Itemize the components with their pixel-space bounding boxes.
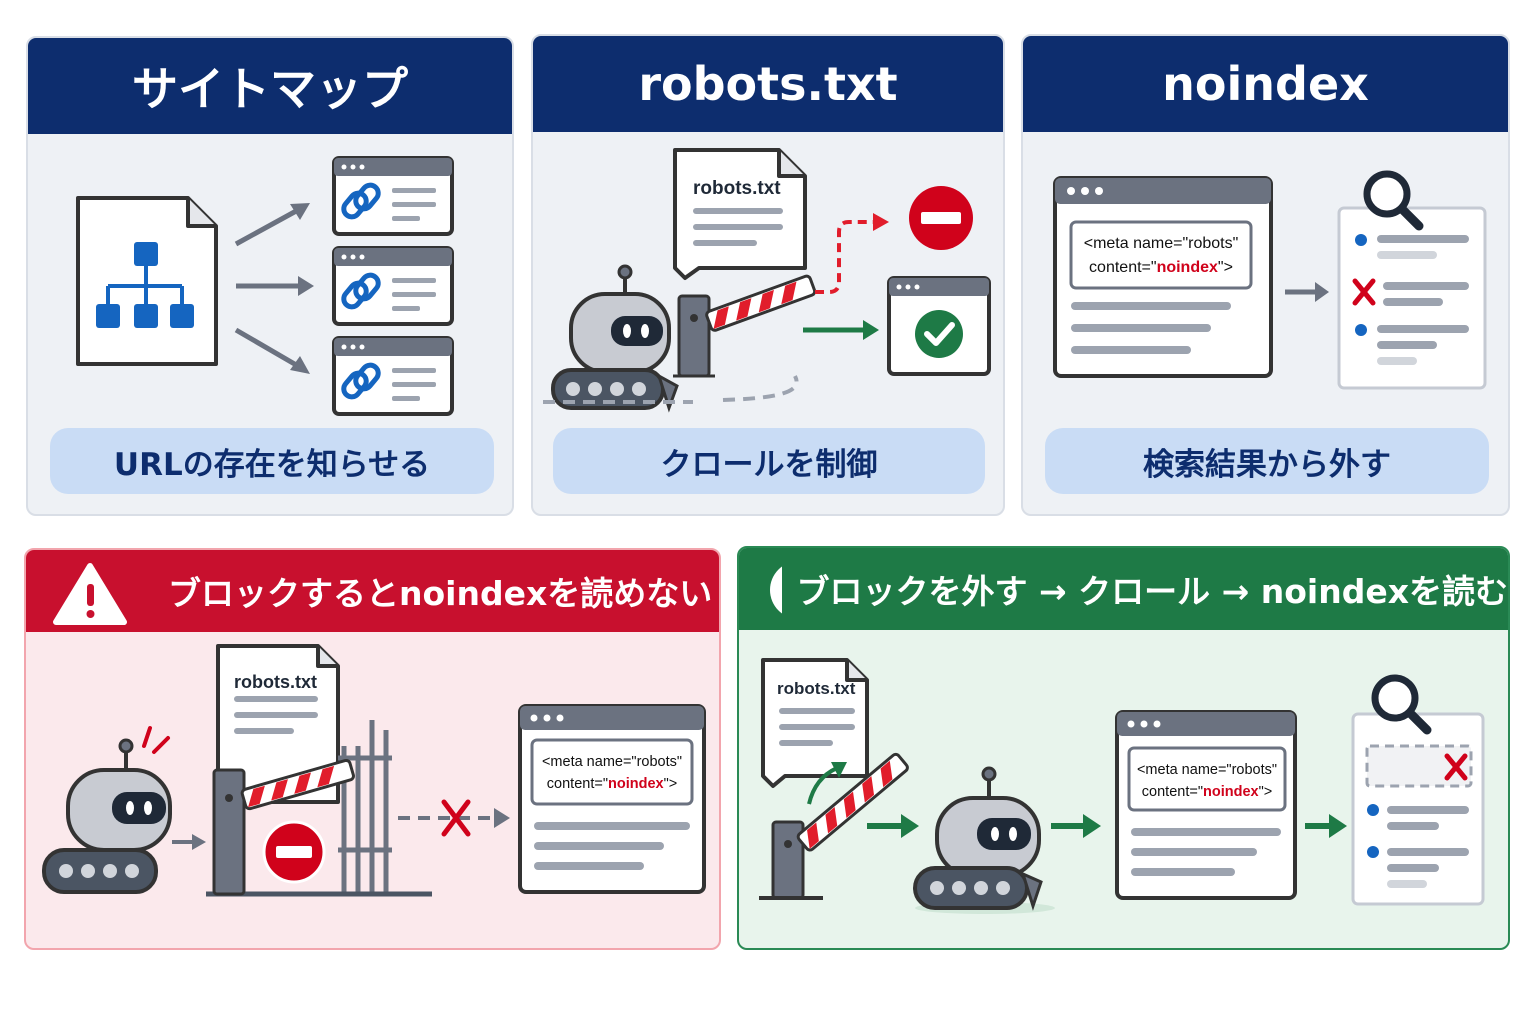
link-icon	[341, 182, 381, 220]
meta-content-suffix: ">	[664, 776, 678, 792]
blocked-arrow	[398, 799, 510, 837]
meta-tag-line2: content="noindex">	[1142, 784, 1272, 800]
allowed-path-arrow	[803, 320, 879, 340]
solution-title: ブロックを外す → クロール → noindexを読む	[796, 572, 1508, 611]
solution-illustration: robots.txt	[759, 658, 1485, 914]
arrow-to-page	[1051, 814, 1101, 838]
sitemap-illustration	[76, 156, 454, 416]
removed-x-icon	[1444, 753, 1468, 781]
robots-file-icon	[673, 148, 807, 280]
link-icon	[341, 272, 381, 310]
removed-x-icon	[1352, 278, 1376, 306]
meta-content-prefix: content="	[547, 776, 608, 792]
check-icon	[770, 566, 783, 614]
barrier-gate-icon	[759, 752, 909, 900]
noindex-panel: noindex <meta name="robots" content="noi…	[1021, 34, 1510, 516]
robot-to-gate-arrow	[172, 834, 206, 850]
arrow-to-results	[1285, 282, 1329, 302]
warning-panel: ブロックするとnoindexを読めない robots.txt	[24, 548, 721, 950]
warning-file-label: robots.txt	[234, 672, 317, 692]
noindex-title: noindex	[1023, 36, 1508, 132]
solution-panel: ブロックを外す → クロール → noindexを読む robots.txt	[737, 546, 1510, 950]
link-icon	[341, 362, 381, 400]
solution-header: ブロックを外す → クロール → noindexを読む	[739, 548, 1508, 630]
robot-icon	[913, 766, 1055, 914]
robot-icon	[42, 726, 172, 894]
meta-tag-line1: <meta name="robots"	[1137, 762, 1277, 778]
arrow-to-results	[1305, 814, 1347, 838]
search-icon	[1363, 170, 1424, 231]
link-window-1	[332, 156, 454, 236]
meta-content-suffix: ">	[1259, 784, 1273, 800]
solution-file-label: robots.txt	[777, 679, 856, 698]
meta-noindex-value: noindex	[1157, 259, 1218, 276]
arrow-to-robot	[867, 814, 919, 838]
blocked-path-arrow	[815, 213, 889, 294]
meta-tag-line2: content="noindex">	[547, 776, 677, 792]
warning-illustration: robots.txt	[42, 644, 706, 897]
meta-content-prefix: content="	[1089, 259, 1157, 276]
barrier-gate-icon	[212, 758, 355, 896]
page-window: <meta name="robots" content="noindex">	[1115, 710, 1297, 900]
warning-title: ブロックするとnoindexを読めない	[168, 574, 713, 613]
meta-tag-line1: <meta name="robots"	[542, 754, 682, 770]
robots-file-label: robots.txt	[693, 178, 781, 199]
meta-content-suffix: ">	[1218, 259, 1233, 276]
warning-header: ブロックするとnoindexを読めない	[26, 550, 719, 632]
robots-title: robots.txt	[533, 36, 1003, 132]
noindex-illustration: <meta name="robots" content="noindex">	[1053, 170, 1487, 390]
robots-caption: クロールを制御	[553, 428, 985, 494]
allowed-page-window	[887, 276, 991, 376]
meta-noindex-value: noindex	[608, 776, 664, 792]
meta-content-prefix: content="	[1142, 784, 1203, 800]
noindex-caption: 検索結果から外す	[1045, 428, 1489, 494]
link-window-3	[332, 336, 454, 416]
warning-icon	[53, 563, 127, 625]
sitemap-title: サイトマップ	[28, 38, 512, 134]
page-window: <meta name="robots" content="noindex">	[1053, 176, 1273, 378]
robots-illustration: robots.txt	[543, 148, 991, 413]
check-icon	[915, 310, 963, 358]
sitemap-arrows	[234, 203, 314, 374]
search-results-card	[1337, 206, 1487, 390]
barrier-gate-icon	[543, 274, 817, 404]
search-results-card	[1351, 712, 1485, 906]
meta-noindex-value: noindex	[1203, 784, 1259, 800]
stop-icon	[262, 820, 326, 884]
robots-file-icon: robots.txt	[761, 658, 869, 788]
meta-tag-line2: content="noindex">	[1089, 259, 1233, 276]
sitemap-panel: サイトマップ	[26, 36, 514, 516]
robot-icon	[551, 264, 679, 413]
sitemap-caption: URLの存在を知らせる	[50, 428, 494, 494]
page-window: <meta name="robots" content="noindex">	[518, 704, 706, 894]
meta-tag-line1: <meta name="robots"	[1084, 235, 1239, 252]
robots-panel: robots.txt	[531, 34, 1005, 516]
link-window-2	[332, 246, 454, 326]
stop-icon	[909, 186, 973, 250]
blocked-x-icon	[441, 799, 471, 837]
search-icon	[1371, 674, 1432, 735]
sitemap-tree-icon	[76, 196, 218, 366]
